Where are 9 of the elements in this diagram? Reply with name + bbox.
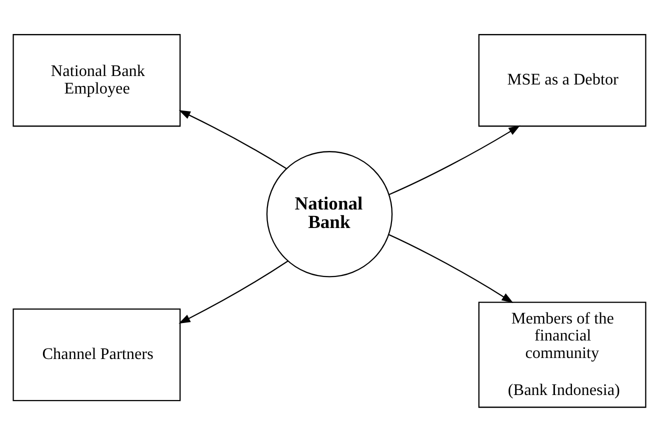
node-box: Channel Partners xyxy=(12,308,181,401)
arrow xyxy=(178,110,287,168)
arrow xyxy=(388,124,520,195)
arrow xyxy=(388,234,514,303)
node-box: National Bank Employee xyxy=(12,34,181,126)
node-circle: National Bank xyxy=(266,150,393,277)
node-box: MSE as a Debtor xyxy=(478,34,646,126)
arrow xyxy=(178,260,288,324)
node-box: Members of the financial community (Bank Indonesia) xyxy=(478,301,646,408)
